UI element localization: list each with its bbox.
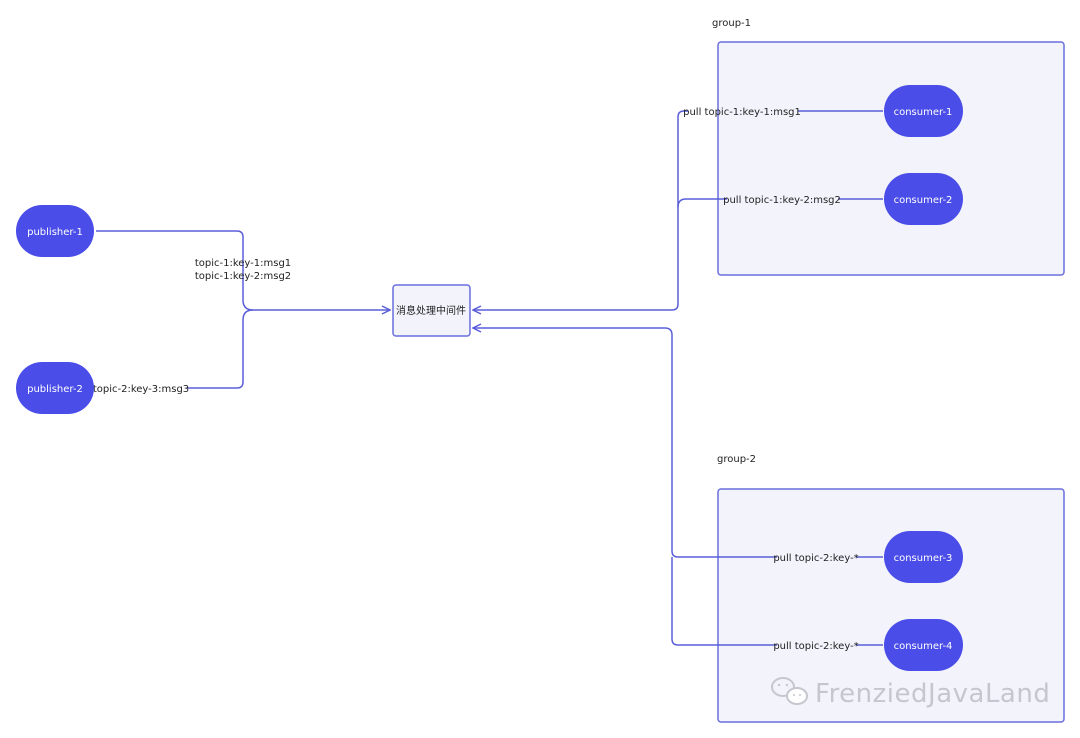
edge-consumer-1-trunk	[473, 110, 688, 310]
publisher-2-node[interactable]	[16, 362, 94, 414]
group-1-label: group-1	[712, 18, 751, 29]
edge-label-consumer-4: pull topic-2:key-*	[773, 641, 858, 652]
middleware-node[interactable]	[392, 284, 471, 337]
consumer-4-label: consumer-4	[894, 641, 953, 652]
edge-label-consumer-2: pull topic-1:key-2:msg2	[723, 195, 841, 206]
group-2-label: group-2	[717, 454, 756, 465]
edge-publisher-2-to-middleware	[187, 309, 254, 389]
consumer-2-node[interactable]	[884, 173, 963, 225]
publisher-1-node[interactable]	[16, 205, 94, 257]
publisher-2-label: publisher-2	[27, 384, 83, 395]
consumer-1-node[interactable]	[884, 85, 963, 137]
consumer-3-node[interactable]	[884, 531, 963, 583]
watermark: FrenziedJavaLand	[771, 677, 1050, 709]
edge-label-consumer-3: pull topic-2:key-*	[773, 553, 858, 564]
wechat-icon	[771, 677, 808, 705]
publisher-1-label: publisher-1	[27, 227, 83, 238]
edge-label-publisher-2: topic-2:key-3:msg3	[93, 384, 189, 395]
watermark-text: FrenziedJavaLand	[815, 679, 1050, 709]
edge-label-publisher-1-line-1: topic-1:key-1:msg1	[195, 258, 291, 269]
edge-publisher-1-to-middleware	[96, 230, 390, 310]
consumer-4-node[interactable]	[884, 619, 963, 671]
group-1-container	[717, 41, 1065, 276]
group-2-container	[717, 488, 1065, 723]
edge-label-publisher-1-line-2: topic-1:key-2:msg2	[195, 271, 291, 282]
edge-consumer-2-trunk	[677, 198, 727, 208]
consumer-1-label: consumer-1	[894, 107, 953, 118]
edges	[96, 110, 883, 646]
edge-consumer-3-trunk	[473, 328, 777, 558]
edge-consumer-4-trunk	[671, 557, 777, 646]
consumer-3-label: consumer-3	[894, 553, 953, 564]
edge-label-consumer-1: pull topic-1:key-1:msg1	[683, 107, 801, 118]
middleware-label: 消息处理中间件	[396, 304, 466, 317]
consumer-2-label: consumer-2	[894, 195, 953, 206]
